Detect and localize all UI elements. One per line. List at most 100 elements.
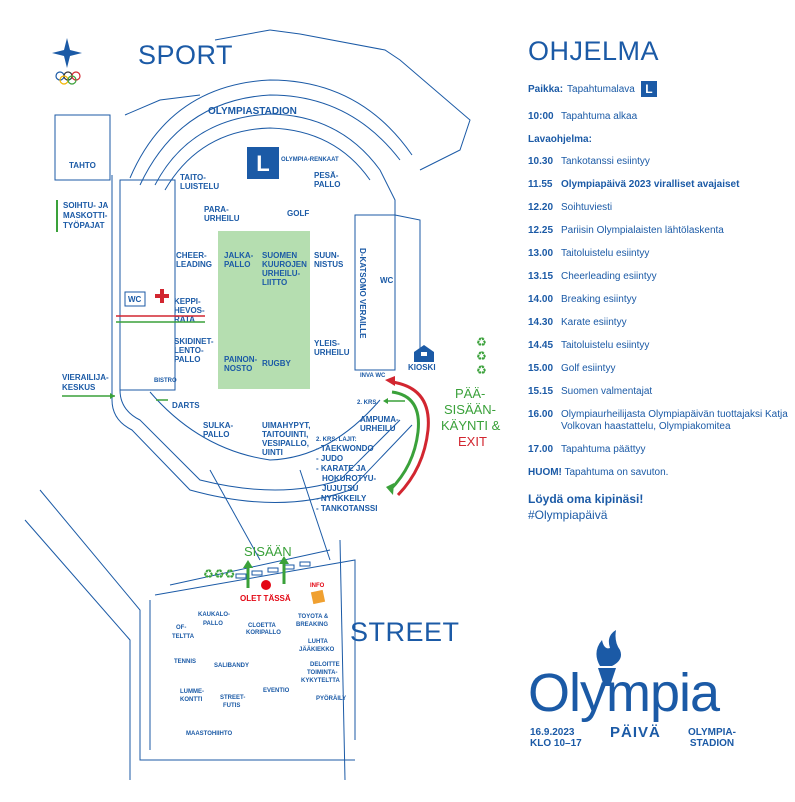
svg-text:HEVOS-: HEVOS- [174,306,205,315]
zone-cloetta: CLOETTA KORIPALLO [246,623,281,636]
zone-cheerleading: CHEER- LEADING [176,251,212,269]
info-point: INFO [310,583,326,605]
svg-text:JÄÄKIEKKO: JÄÄKIEKKO [299,646,335,653]
svg-text:- TANKOTANSSI: - TANKOTANSSI [316,504,377,513]
paiva-word: PÄIVÄ [610,724,661,741]
zone-sulkapallo: SULKA- PALLO [203,421,234,439]
route-arrows-keppihevos [116,315,205,323]
zone-maastohiihto: MAASTOHIIHTO [186,731,232,737]
svg-text:DELOITTE: DELOITTE [310,662,340,668]
program-time: 15.15 [528,386,554,397]
sport-heading: SPORT [138,40,233,70]
svg-text:TOIMINTA-: TOIMINTA- [307,670,337,676]
program-time: 12.20 [528,202,554,213]
zone-streetfutis: STREET- FUTIS [220,695,245,709]
smoke-free-note: HUOM! Tapahtuma on savuton. [528,467,793,478]
svg-text:SUOMEN: SUOMEN [262,251,297,260]
svg-text:PALLO: PALLO [174,355,201,364]
svg-text:LENTO-: LENTO- [174,346,204,355]
note-strong: HUOM! [528,467,562,478]
program-row: 15.15 Suomen valmentajat [528,386,793,398]
stage-l: L OLYMPIA-RENKAAT [247,147,339,179]
svg-text:KESKUS: KESKUS [62,383,96,392]
program-time: 11.55 [528,179,553,190]
zone-lumme: LUMME- KONTTI [180,689,204,703]
zone-soihtu: SOIHTU- JA MASKOTTI- TYÖPAJAT [56,200,109,232]
svg-text:KYKYTELTTA: KYKYTELTTA [301,678,340,684]
zone-keppihevos: KEPPI- HEVOS- RATA [174,297,205,324]
svg-text:URHEILU-: URHEILU- [262,269,301,278]
svg-text:PÄÄ-: PÄÄ- [455,386,485,401]
zone-inva-wc: INVA WC [360,373,386,379]
zone-ofteltta: OF- TELTTA [172,625,195,640]
program-event: Olympiapäivä 2023 viralliset avajaiset [561,179,740,190]
svg-text:PALLO: PALLO [224,260,251,269]
svg-text:YLEIS-: YLEIS- [314,339,340,348]
svg-text:LUMME-: LUMME- [180,689,204,695]
program-event: Suomen valmentajat [561,386,653,397]
svg-text:STREET-: STREET- [220,695,245,701]
svg-text:NISTUS: NISTUS [314,260,344,269]
olympia-wordmark: Olympia [528,663,720,723]
svg-text:FUTIS: FUTIS [223,703,240,709]
program-panel: OHJELMA Paikka: Tapahtumalava L 10:00 Ta… [528,36,793,522]
program-event: Breaking esiintyy [561,294,637,305]
svg-text:TAITO-: TAITO- [180,173,206,182]
svg-text:TAHTO: TAHTO [69,161,96,170]
svg-text:PESÄ-: PESÄ- [314,171,339,180]
svg-text:OF-: OF- [176,625,186,631]
note-text: Tapahtuma on savuton. [564,467,669,478]
olympic-committee-logo [52,38,82,85]
svg-text:PALLO: PALLO [314,180,341,189]
zone-golf: GOLF [287,209,309,218]
svg-text:- KARATE JA: - KARATE JA [316,464,366,473]
wc-left: WC [124,291,146,307]
program-row: 10:00 Tapahtuma alkaa [528,111,793,123]
zone-paraurheilu: PARA- URHEILU [204,205,240,223]
program-title: OHJELMA [528,36,660,66]
zone-wc-right: WC [380,276,394,285]
street-heading: STREET [350,617,460,647]
program-event: Tapahtuma päättyy [561,444,646,455]
svg-text:KORIPALLO: KORIPALLO [246,630,281,636]
zone-rugby: RUGBY [262,359,292,368]
svg-text:LUISTELU: LUISTELU [180,182,219,191]
svg-text:CLOETTA: CLOETTA [248,623,277,629]
svg-text:PARA-: PARA- [204,205,229,214]
recycling-icons-street: ♻♻♻ [203,567,235,581]
program-time: 14.30 [528,317,554,328]
program-event: Taitoluistelu esiintyy [561,248,650,259]
zone-bistro: BISTRO [154,378,177,384]
stadium-name: OLYMPIASTADION [208,106,297,117]
zone-darts: DARTS [156,399,200,410]
svg-text:CHEER-: CHEER- [176,251,207,260]
svg-text:RATA: RATA [174,315,195,324]
svg-text:♻: ♻ [476,335,487,349]
zone-kaukalopallo: KAUKALO- PALLO [198,612,230,627]
svg-text:BREAKING: BREAKING [296,622,328,628]
zone-kuurojen: SUOMEN KUUROJEN URHEILU- LIITTO [262,251,307,287]
svg-text:OLYMPIA-RENKAAT: OLYMPIA-RENKAAT [281,157,339,163]
svg-text:WC: WC [128,295,142,304]
zone-pesapallo: PESÄ- PALLO [314,171,341,189]
program-time: 13.15 [528,271,554,282]
program-time: 13.00 [528,248,554,259]
svg-text:KONTTI: KONTTI [180,697,203,703]
svg-text:PALLO: PALLO [203,621,223,627]
program-event: Soihtuviesti [561,202,613,213]
slogan: Löydä oma kipinäsi! [528,492,644,506]
program-time: 12.25 [528,225,554,236]
svg-text:DARTS: DARTS [172,401,200,410]
program-time: 14.45 [528,340,554,351]
svg-text:SOIHTU- JA: SOIHTU- JA [63,201,109,210]
svg-text:SKIDINET-: SKIDINET- [174,337,214,346]
program-time: 10:00 [528,111,554,122]
time-line: KLO 10–17 [530,738,582,749]
svg-text:- JUDO: - JUDO [316,454,343,463]
zone-uimahypyt: UIMAHYPYT, TAITOUINTI, VESIPALLO, UINTI [262,421,310,457]
program-place: Paikka: Tapahtumalava L [528,81,793,97]
